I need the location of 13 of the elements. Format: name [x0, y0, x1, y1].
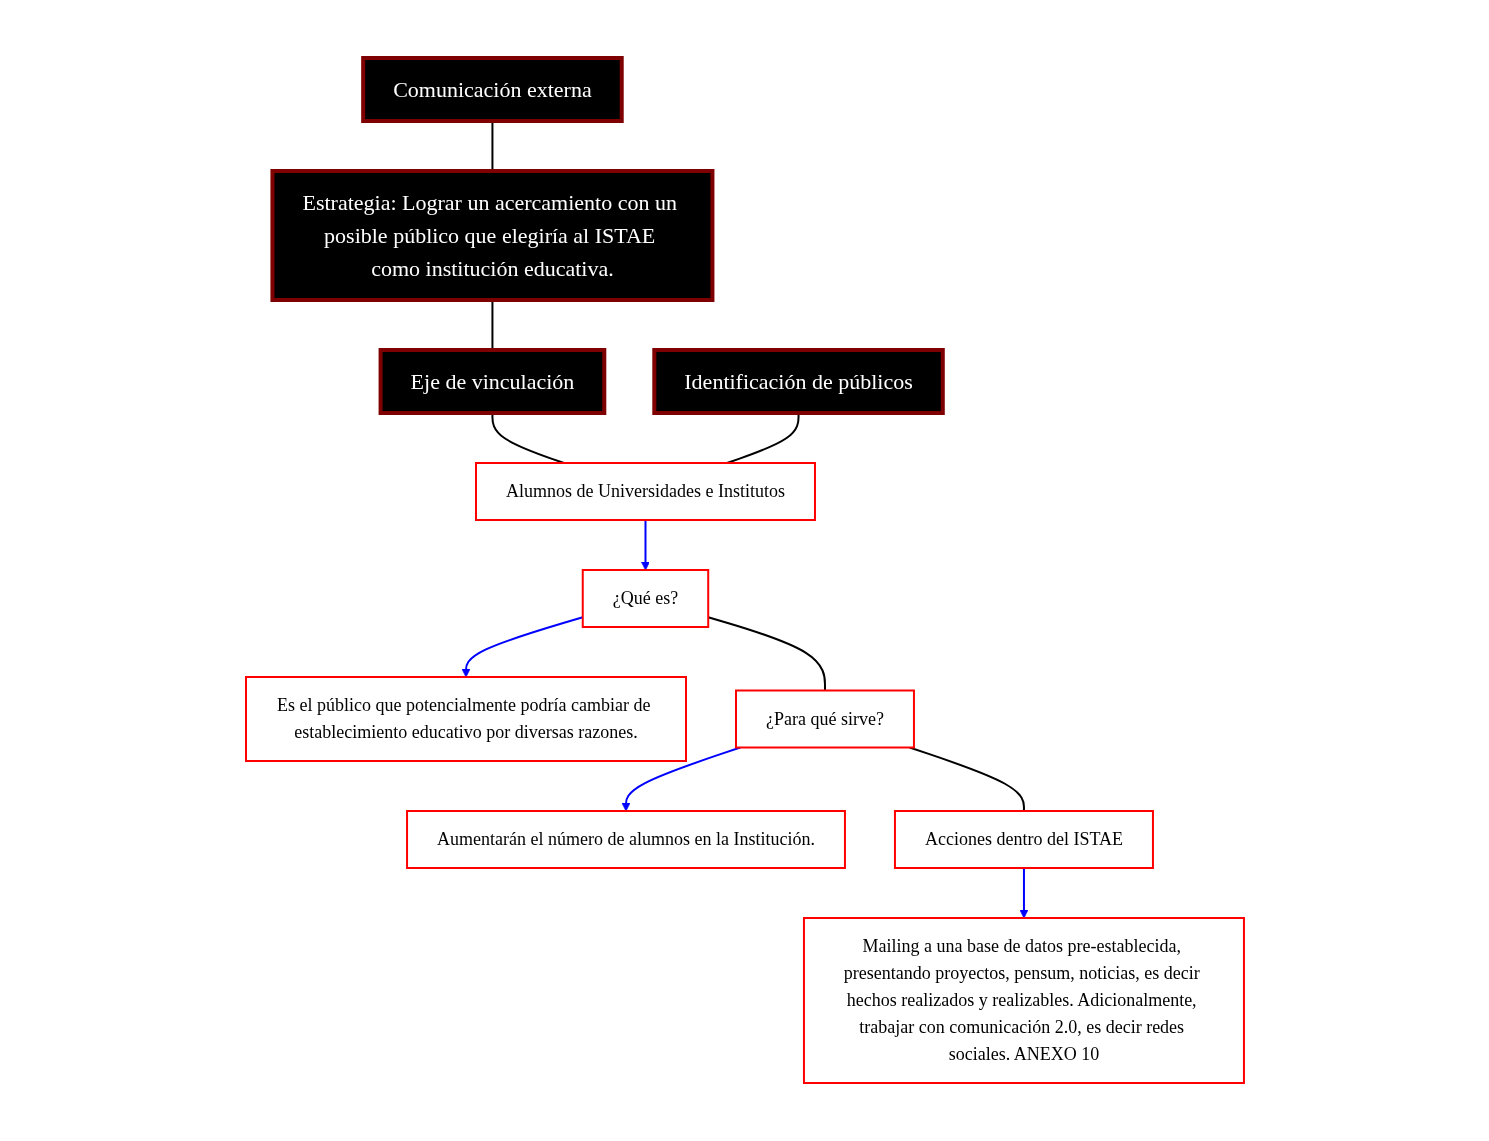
node-box: ¿Para qué sirve?	[734, 689, 915, 749]
node-box: Estrategia: Lograr un acercamiento con un posible público que elegiría al ISTAE como institución educativa.	[269, 169, 714, 302]
arrow	[1019, 867, 1028, 919]
arrow	[640, 519, 650, 571]
node-box: Acciones dentro del ISTAE	[893, 810, 1154, 869]
node-box: Identificación de públicos	[651, 348, 945, 415]
node-box: Mailing a una base de datos pre-establecida, presentando proyectos, pensum, noticias, es decir hechos realizados y realizables. Adicionalmente, trabajar con comunicación 2.0, es decir redes sociales. ANEXO 10	[802, 917, 1245, 1084]
node-box: Es el público que potencialmente podría cambiar de establecimiento educativo por diversas razones.	[244, 676, 687, 762]
node-box: Comunicación externa	[360, 56, 624, 123]
node-box: ¿Qué es?	[581, 569, 709, 628]
node-box: Alumnos de Universidades e Institutos	[474, 462, 816, 521]
node-box: Aumentarán el número de alumnos en la Institución.	[405, 810, 846, 869]
node-box: Eje de vinculación	[378, 348, 606, 415]
